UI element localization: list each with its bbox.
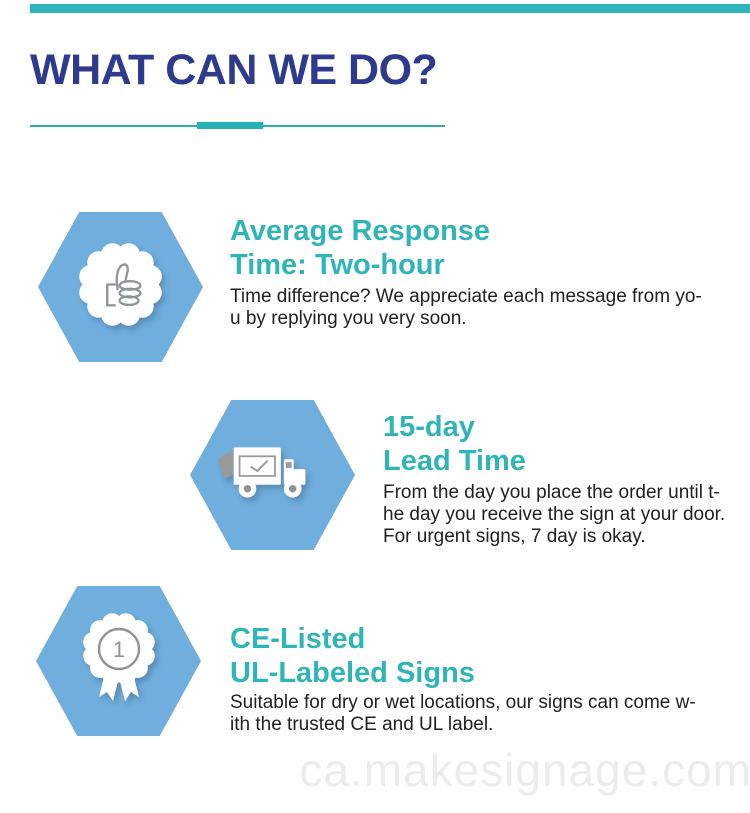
title-underline-accent <box>197 122 263 129</box>
page-title: WHAT CAN WE DO? <box>30 46 438 94</box>
section-heading-response-time: Average Response Time: Two-hour <box>230 215 491 281</box>
feature-hexagon-response-time <box>38 212 203 362</box>
section-body-lead-time: From the day you place the order until t… <box>383 482 726 547</box>
section-body-certifications: Suitable for dry or wet locations, our s… <box>230 692 696 735</box>
delivery-truck-icon <box>214 433 332 518</box>
award-medal-icon: 1 <box>69 609 169 714</box>
thumbs-up-seal-icon <box>73 237 168 337</box>
feature-hexagon-lead-time <box>190 400 355 550</box>
medal-number-label: 1 <box>112 637 124 662</box>
top-accent-bar <box>30 4 750 13</box>
watermark-text: ca.makesignage.com <box>299 744 750 796</box>
section-heading-lead-time: 15-day Lead Time <box>383 411 526 477</box>
section-heading-certifications: CE-Listed UL-Labeled Signs <box>230 623 475 689</box>
section-body-response-time: Time difference? We appreciate each mess… <box>230 286 702 329</box>
feature-hexagon-certifications: 1 <box>36 586 201 736</box>
